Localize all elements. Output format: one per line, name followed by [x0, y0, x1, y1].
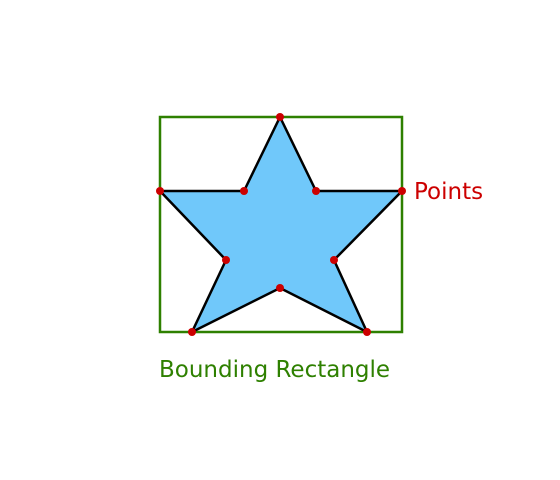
- point-inner-upper-right: [312, 187, 320, 195]
- bounding-rectangle-label: Bounding Rectangle: [159, 357, 390, 383]
- point-left: [156, 187, 164, 195]
- star-points: [156, 113, 406, 336]
- point-top: [276, 113, 284, 121]
- point-bottom-right: [363, 328, 371, 336]
- point-inner-bottom: [276, 284, 284, 292]
- point-inner-lower-left: [222, 256, 230, 264]
- point-bottom-left: [188, 328, 196, 336]
- point-right: [398, 187, 406, 195]
- point-inner-upper-left: [240, 187, 248, 195]
- star-shape: [157, 114, 405, 335]
- points-label: Points: [414, 179, 483, 205]
- point-inner-lower-right: [330, 256, 338, 264]
